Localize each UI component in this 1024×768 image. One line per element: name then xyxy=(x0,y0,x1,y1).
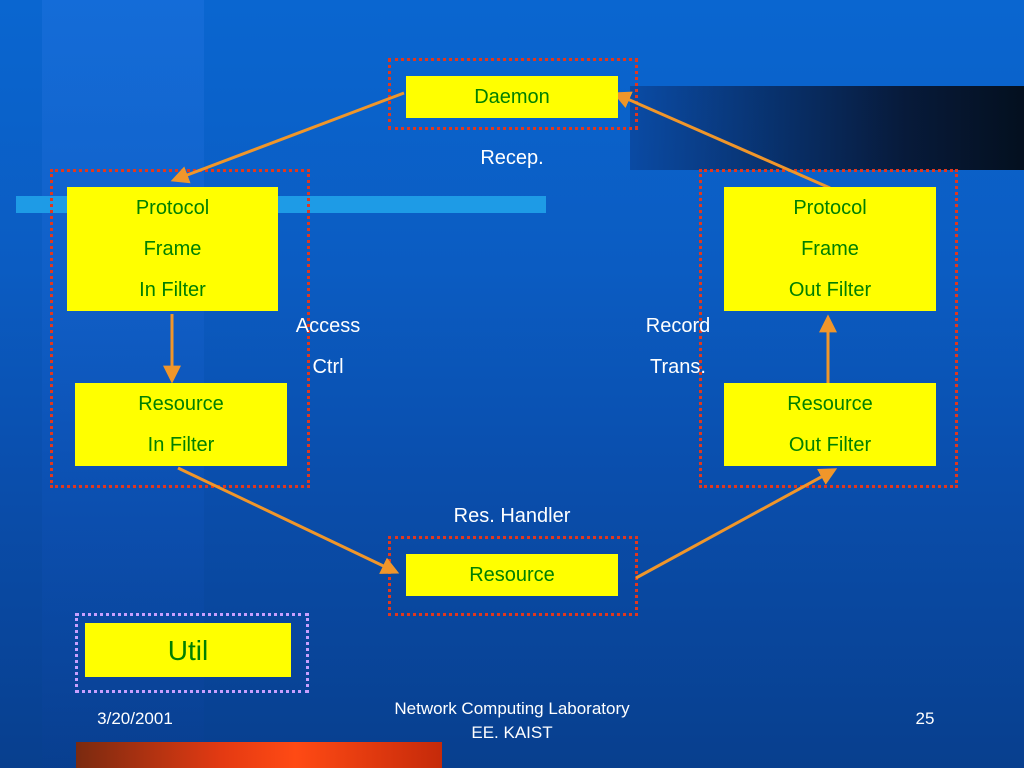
background-orange-bar xyxy=(76,742,442,768)
resource-out-filter-line-2: Out Filter xyxy=(788,433,872,456)
resource-out-filter-box: Resource Out Filter xyxy=(724,383,936,466)
footer-date: 3/20/2001 xyxy=(97,709,173,728)
protocol-frame-in-filter-line-1: Protocol xyxy=(135,196,210,219)
access-ctrl-line-1: Access xyxy=(295,315,361,337)
record-trans-label: Record Trans. xyxy=(628,306,728,388)
resource-in-filter-box: Resource In Filter xyxy=(75,383,287,466)
arrow-daemon-to-in-filter xyxy=(170,91,405,184)
protocol-frame-out-filter-line-3: Out Filter xyxy=(788,278,872,301)
util-label: Util xyxy=(167,634,209,666)
daemon-group-outline xyxy=(388,58,638,130)
arrow-resource-in-to-resource xyxy=(177,466,400,574)
access-ctrl-line-2: Ctrl xyxy=(312,356,344,378)
protocol-frame-out-filter-line-1: Protocol xyxy=(793,196,867,219)
footer-lab-name: Network Computing Laboratory xyxy=(394,699,630,718)
record-trans-line-2: Trans. xyxy=(650,356,706,378)
resource-group-outline xyxy=(388,536,638,616)
arrow-out-filter-to-daemon xyxy=(612,91,831,190)
protocol-frame-out-filter-line-2: Frame xyxy=(801,237,859,260)
out-filter-group-outline xyxy=(699,169,958,488)
protocol-frame-in-filter-line-3: In Filter xyxy=(139,278,206,301)
footer-page-number: 25 xyxy=(915,709,935,728)
protocol-frame-in-filter-box: Protocol Frame In Filter xyxy=(67,187,278,311)
util-box: Util xyxy=(85,623,291,677)
resource-box: Resource xyxy=(406,554,618,596)
res-handler-label: Res. Handler xyxy=(453,505,571,527)
resource-label: Resource xyxy=(469,563,555,586)
util-group-outline xyxy=(75,613,309,693)
daemon-label: Daemon xyxy=(474,85,550,108)
footer-lab: Network Computing Laboratory EE. KAIST xyxy=(340,697,684,745)
record-trans-line-1: Record xyxy=(645,315,711,337)
footer-dept: EE. KAIST xyxy=(471,723,553,742)
recep-label: Recep. xyxy=(480,147,544,169)
resource-in-filter-line-1: Resource xyxy=(138,392,224,415)
resource-in-filter-line-2: In Filter xyxy=(147,433,215,456)
protocol-frame-out-filter-box: Protocol Frame Out Filter xyxy=(724,187,936,311)
resource-out-filter-line-1: Resource xyxy=(787,392,873,415)
access-ctrl-label: Access Ctrl xyxy=(278,306,378,388)
arrow-resource-to-resource-out xyxy=(635,468,838,580)
daemon-box: Daemon xyxy=(406,76,618,118)
protocol-frame-in-filter-line-2: Frame xyxy=(143,237,202,260)
